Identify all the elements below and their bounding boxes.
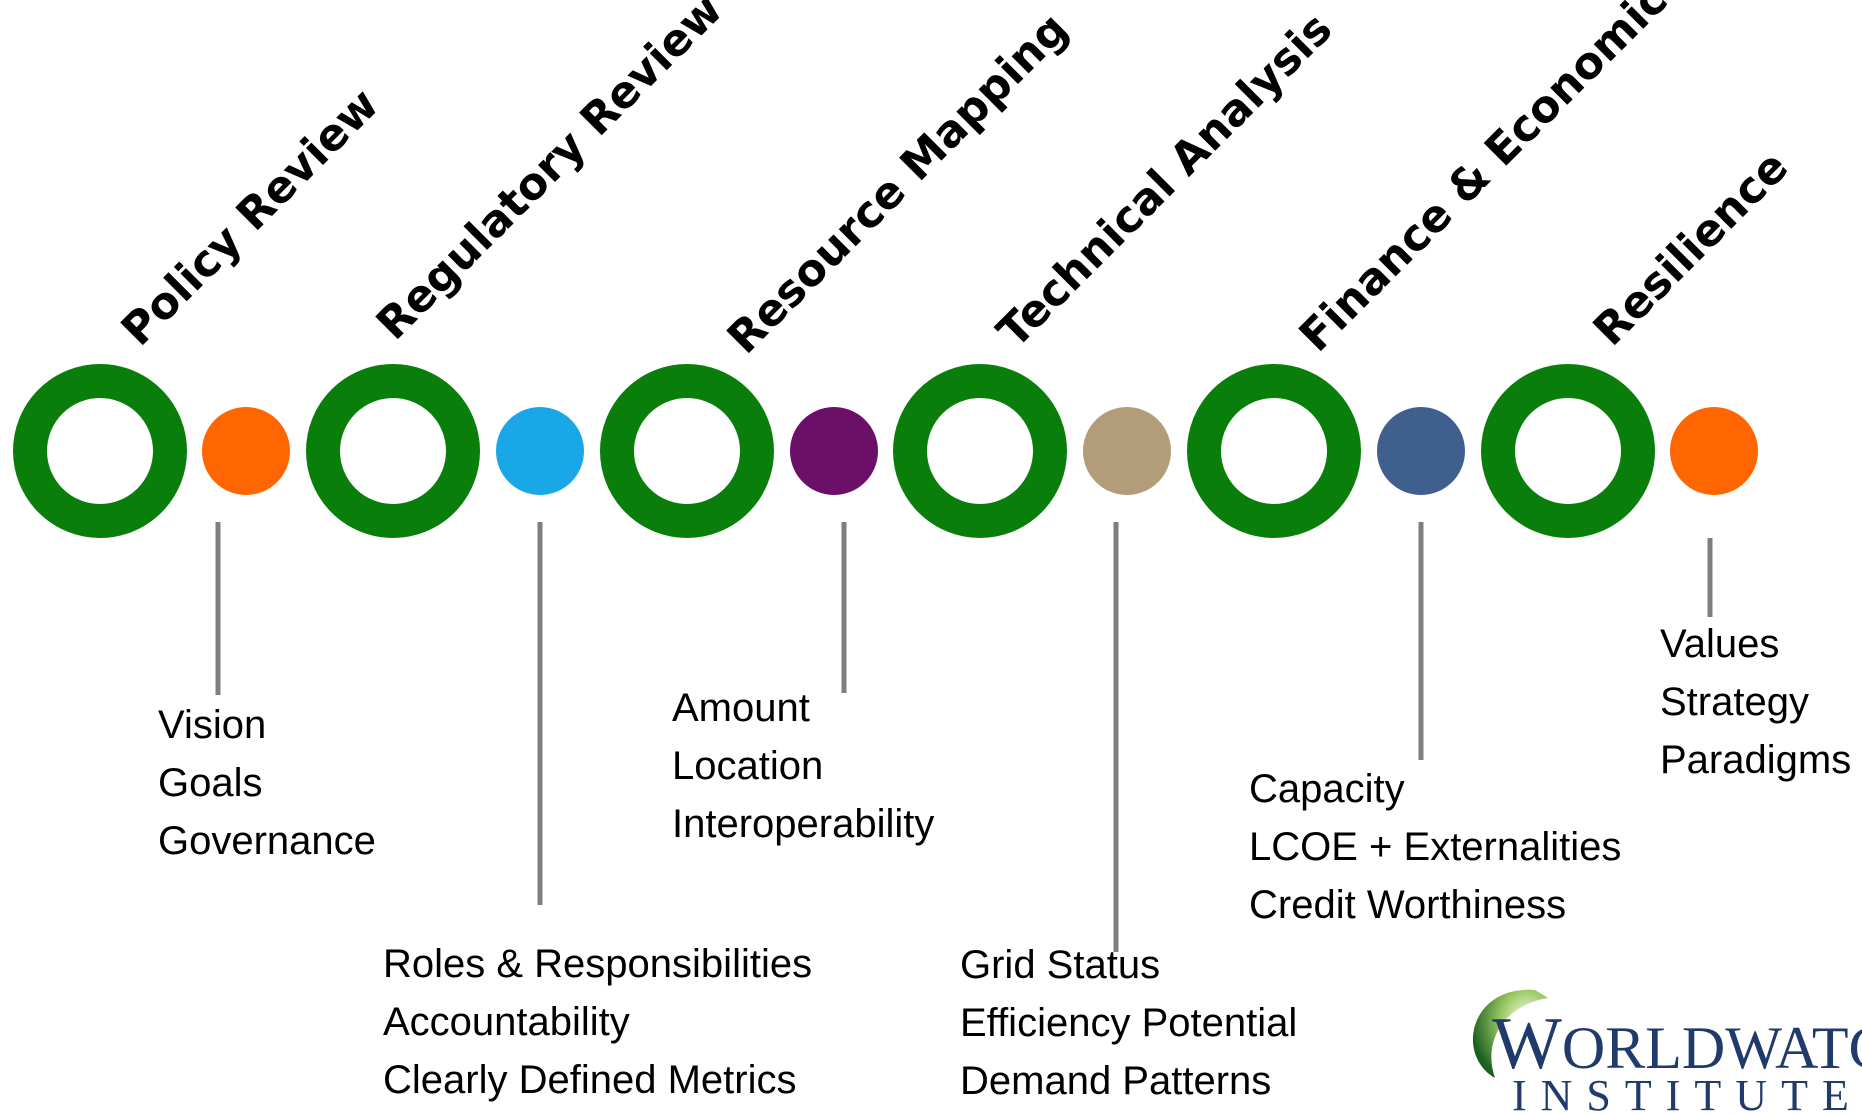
stage-item-resource-2: Interoperability: [672, 802, 934, 846]
stage-item-resilience-0: Values: [1660, 622, 1779, 666]
stage-item-finance-1: LCOE + Externalities: [1249, 825, 1621, 869]
stage-ring-resource: [600, 364, 774, 538]
stage-ring-resilience: [1481, 364, 1655, 538]
stage-dot-policy: [202, 407, 290, 495]
stage-item-regulatory-2: Clearly Defined Metrics: [383, 1058, 796, 1102]
stage-ring-regulatory: [306, 364, 480, 538]
stage-dot-finance: [1377, 407, 1465, 495]
stage-dot-regulatory: [496, 407, 584, 495]
stage-dot-resource: [790, 407, 878, 495]
stage-title-resilience: Resilience: [1584, 141, 1798, 355]
stage-item-policy-0: Vision: [158, 703, 266, 747]
logo-line1: WORLDWATCH: [1492, 1003, 1862, 1085]
stage-title-policy: Policy Review: [112, 79, 389, 356]
stage-title-regulatory: Regulatory Review: [367, 0, 733, 350]
stage-item-policy-2: Governance: [158, 819, 376, 863]
worldwatch-logo: WORLDWATCH INSTITUTE: [1472, 989, 1862, 1114]
stage-item-finance-2: Credit Worthiness: [1249, 883, 1566, 927]
stage-resource: Resource MappingAmountLocationInteropera…: [600, 3, 1078, 846]
stage-ring-policy: [13, 364, 187, 538]
stage-item-technical-0: Grid Status: [960, 943, 1160, 987]
logo-line2: INSTITUTE: [1512, 1071, 1862, 1114]
stage-ring-technical: [893, 364, 1067, 538]
stage-dot-technical: [1083, 407, 1171, 495]
stage-item-resource-1: Location: [672, 744, 823, 788]
stage-item-finance-0: Capacity: [1249, 767, 1405, 811]
logo-swoosh-icon: [1472, 989, 1548, 1078]
stage-item-regulatory-1: Accountability: [383, 1000, 630, 1044]
stage-item-technical-1: Efficiency Potential: [960, 1001, 1297, 1045]
stage-item-technical-2: Demand Patterns: [960, 1059, 1271, 1103]
stage-item-resilience-2: Paradigms: [1660, 738, 1851, 782]
stages-layer: Policy ReviewVisionGoalsGovernanceRegula…: [13, 0, 1851, 1103]
stage-item-regulatory-0: Roles & Responsibilities: [383, 942, 812, 986]
stage-dot-resilience: [1670, 407, 1758, 495]
stage-item-policy-1: Goals: [158, 761, 263, 805]
stage-item-resilience-1: Strategy: [1660, 680, 1809, 724]
stage-item-resource-0: Amount: [672, 686, 810, 730]
stage-ring-finance: [1187, 364, 1361, 538]
